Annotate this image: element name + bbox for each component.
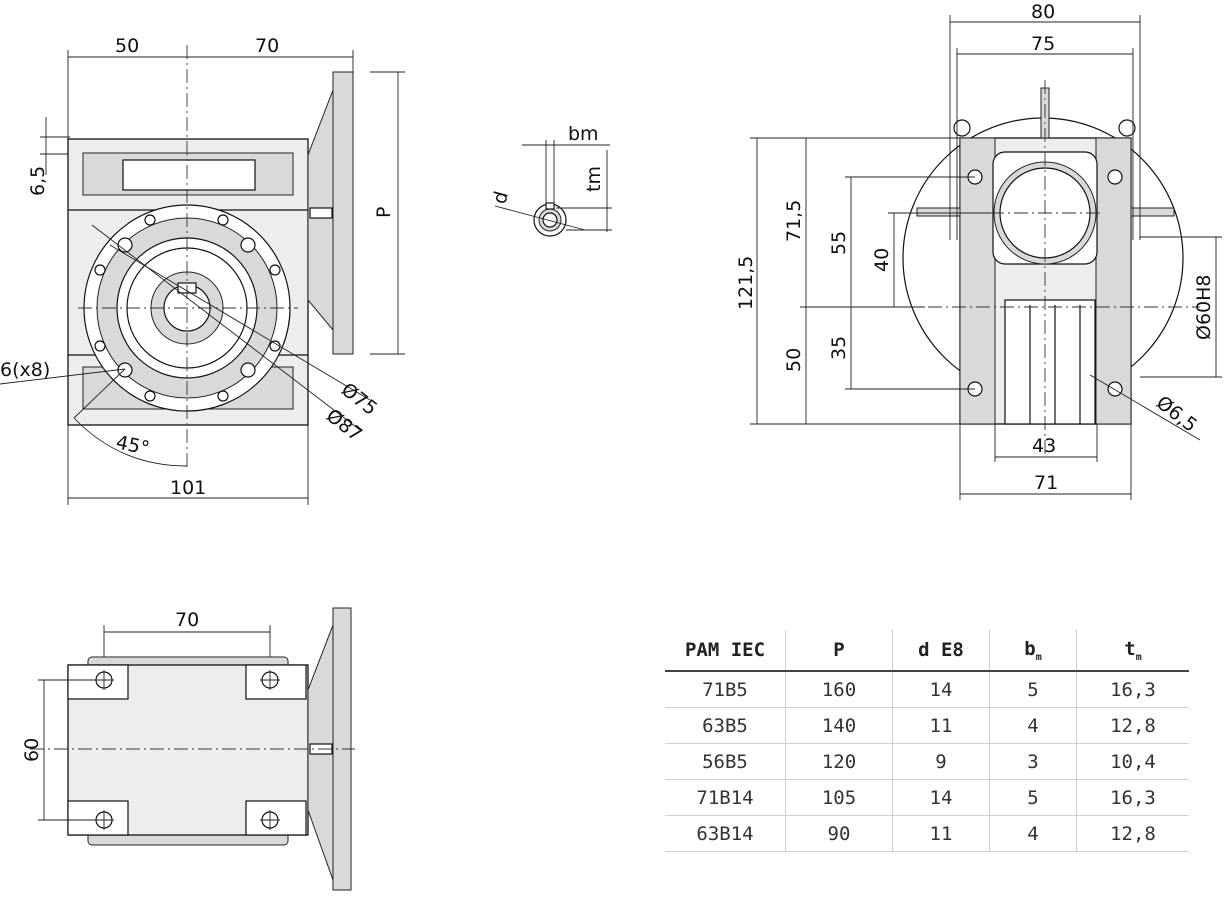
table-cell: 9 [892,743,990,780]
dim-71-5: 71,5 [783,200,805,242]
dim-dia-60H8: Ø60H8 [1193,274,1215,340]
dim-angle-45: 45° [114,431,152,460]
table-cell: 11 [892,815,990,852]
table-cell: 4 [989,707,1077,744]
table-cell: 10,4 [1076,743,1189,780]
label-bm: bm [568,123,599,145]
table-cell: 71B5 [665,671,786,708]
table-row: 56B5 120 9 3 10,4 [665,743,1189,780]
dim-P: P [373,207,395,218]
col-p: P [785,630,893,672]
dim-35: 35 [828,336,850,360]
table-cell: 16,3 [1076,779,1189,816]
table-row: 71B5 160 14 5 16,3 [665,671,1189,708]
table-cell: 16,3 [1076,671,1189,708]
dim-121-5: 121,5 [735,256,757,310]
table-cell: 14 [892,671,990,708]
dim-43: 43 [1032,435,1056,457]
table-cell: 63B5 [665,707,786,744]
col-bm: bm [989,630,1077,672]
col-d-e8: d E8 [892,630,990,672]
dim-55: 55 [828,231,850,255]
table-cell: 71B14 [665,779,786,816]
col-pam-iec: PAM IEC [665,630,786,672]
bottom-view: 70 60 [21,607,355,891]
table-cell: 63B14 [665,815,786,852]
dim-bottom-60: 60 [21,738,43,762]
table-row: 63B5 140 11 4 12,8 [665,707,1189,744]
dim-50: 50 [783,348,805,372]
table-cell: 105 [785,779,893,816]
table-header-row: PAM IEC P d E8 bm tm [665,630,1189,672]
shaft-detail: bm tm d [489,123,612,237]
dim-50: 50 [115,35,139,57]
dim-101: 101 [170,477,206,499]
label-tm: tm [583,166,605,192]
table-cell: 56B5 [665,743,786,780]
table-row: 71B14 105 14 5 16,3 [665,779,1189,816]
label-d: d [489,189,513,206]
table-cell: 160 [785,671,893,708]
front-view: 50 70 6,5 P [0,35,405,505]
spec-table: PAM IEC P d E8 bm tm 71B5 160 14 5 16,3 … [665,630,1189,852]
table-cell: 12,8 [1076,707,1189,744]
dim-75: 75 [1031,33,1055,55]
dim-holes-6x8: 6(x8) [0,359,50,381]
dim-6-5: 6,5 [27,166,49,196]
table-cell: 4 [989,815,1077,852]
table-cell: 3 [989,743,1077,780]
table-cell: 5 [989,779,1077,816]
table-cell: 140 [785,707,893,744]
dim-bottom-70: 70 [175,609,199,631]
table-cell: 90 [785,815,893,852]
side-view: 80 75 121,5 71,5 50 55 35 40 Ø60H8 Ø6,5 [735,1,1222,500]
dim-80: 80 [1031,1,1055,23]
table-cell: 5 [989,671,1077,708]
dim-dia-6-5: Ø6,5 [1152,392,1201,437]
table-cell: 120 [785,743,893,780]
table-row: 63B14 90 11 4 12,8 [665,815,1189,852]
bolt-holes [94,214,281,402]
dim-70: 70 [255,35,279,57]
table-cell: 14 [892,779,990,816]
dim-40: 40 [871,248,893,272]
table-cell: 11 [892,707,990,744]
dim-71: 71 [1034,472,1058,494]
table-cell: 12,8 [1076,815,1189,852]
col-tm: tm [1076,630,1189,672]
